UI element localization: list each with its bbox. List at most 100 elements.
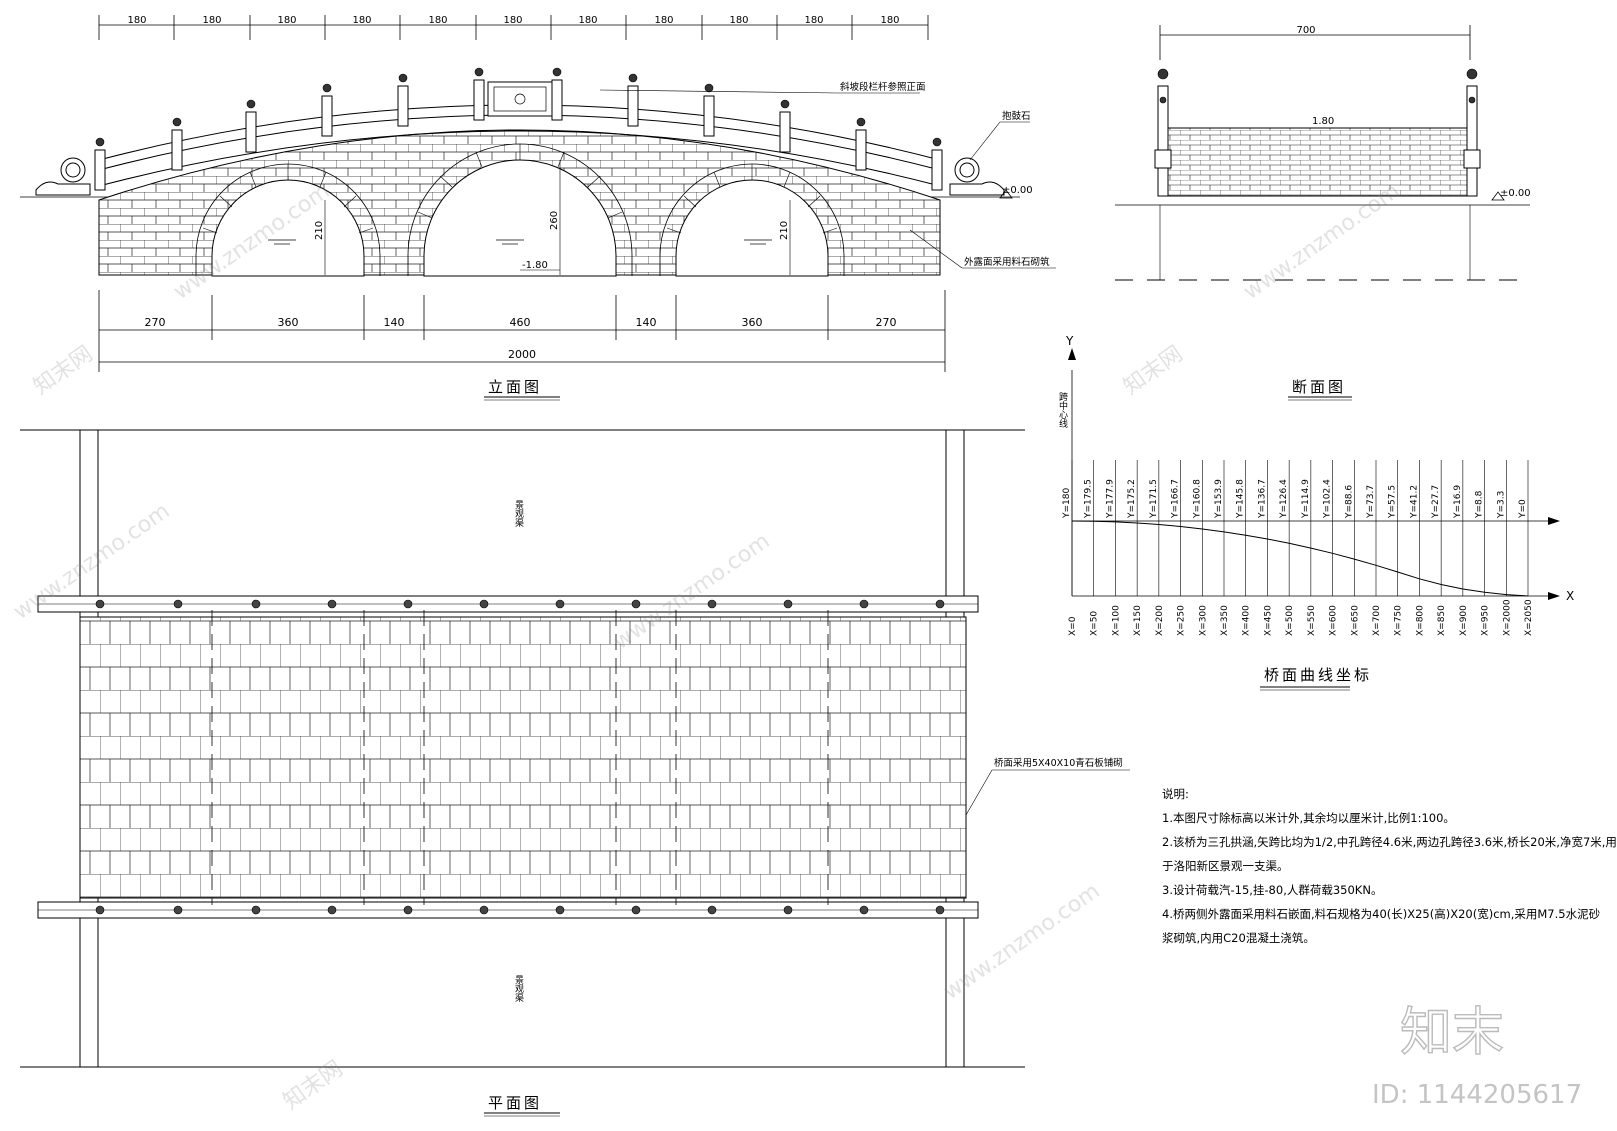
section-title: 断面图: [1292, 378, 1346, 396]
post: [627, 85, 639, 127]
plan-view: 景观渠 景观渠 桥面采用5X40X10青石板铺砌 平面图: [20, 429, 1130, 1117]
curve-y-value: Y=180: [1062, 488, 1072, 519]
notes-line: 浆砌筑,内用C20混凝土浇筑。: [1162, 931, 1315, 945]
bottom-dim-label: 140: [636, 316, 657, 329]
curve-x-value: X=450: [1263, 605, 1273, 636]
plan-paving: [79, 616, 967, 899]
post: [473, 79, 485, 121]
elevation-view: 180 180 180 180 180 180 180 180 180 180 …: [20, 15, 1056, 401]
curve-x-value: X=800: [1415, 605, 1425, 636]
curve-x-value: X=950: [1481, 605, 1491, 636]
curve-y-value: Y=3.3: [1496, 491, 1506, 519]
bottom-dim-label: 270: [145, 316, 166, 329]
curve-x-value: X=750: [1394, 605, 1404, 636]
section-view: 700 1.80 ±0.00 断面图: [1115, 25, 1531, 401]
curve-y-value: Y=179.5: [1084, 479, 1094, 519]
curve-x-value: X=100: [1111, 605, 1121, 636]
curve-y-value: Y=171.5: [1149, 479, 1159, 519]
post: [321, 95, 333, 137]
curve-y-value: Y=0: [1518, 499, 1528, 519]
curve-x-value: X=350: [1220, 605, 1230, 636]
curve-x-value: X=250: [1177, 605, 1187, 636]
height-mid: 260: [549, 211, 560, 230]
x-axis-label: X: [1566, 589, 1574, 603]
notes-line: 于洛阳新区景观一支渠。: [1162, 859, 1289, 873]
top-dim-label: 180: [127, 15, 146, 26]
notes-heading: 说明:: [1162, 787, 1189, 801]
curve-y-value: Y=8.8: [1475, 490, 1485, 519]
plan-title: 平面图: [488, 1094, 542, 1112]
curve-y-value: Y=73.7: [1366, 485, 1376, 519]
curve-y-value: Y=27.7: [1431, 485, 1441, 519]
bottom-dim-label: 360: [742, 316, 763, 329]
zero-level-marker: [999, 189, 1013, 199]
post: [779, 111, 791, 153]
curve-x-value: X=900: [1459, 605, 1469, 636]
curve-x-value: X=700: [1372, 605, 1382, 636]
height-left: 210: [314, 221, 325, 240]
post: [931, 149, 943, 191]
elevation-title: 立面图: [488, 378, 542, 396]
post: [397, 85, 409, 127]
curve-y-value: Y=41.2: [1409, 485, 1419, 519]
curve-y-value: Y=175.2: [1127, 479, 1137, 519]
arch-voussoir-ticks: [202, 144, 838, 234]
curve-x-value: X=200: [1155, 605, 1165, 636]
top-dim-label: 180: [202, 15, 221, 26]
curve-x-value: X=300: [1198, 605, 1208, 636]
bottom-dim-label: 460: [510, 316, 531, 329]
curve-x-value: X=500: [1285, 605, 1295, 636]
water-level-text: -1.80: [522, 260, 548, 271]
watermark-site: www.znzmo.com: [1239, 179, 1404, 305]
curve-y-value: Y=160.8: [1192, 479, 1202, 519]
bottom-dim-label: 270: [876, 316, 897, 329]
curve-x-value: X=0: [1068, 616, 1078, 636]
curve-y-value: Y=102.4: [1323, 479, 1333, 519]
post-finials: [95, 67, 942, 147]
top-dim-label: 180: [654, 15, 673, 26]
arch-center: [423, 159, 617, 277]
curve-y-value: Y=145.8: [1236, 479, 1246, 519]
post: [94, 149, 106, 191]
zero-level-elev: ±0.00: [1002, 185, 1033, 196]
water-level-marks: [268, 239, 772, 245]
height-right: 210: [779, 221, 790, 240]
top-dim-label: 180: [578, 15, 597, 26]
curve-x-value: X=150: [1133, 605, 1143, 636]
drum-stone-note: 抱鼓石: [1002, 110, 1031, 122]
total-dim-label: 2000: [508, 348, 536, 361]
top-dim-label: 180: [804, 15, 823, 26]
top-dim-label: 180: [428, 15, 447, 26]
post: [245, 111, 257, 153]
deck-curve: [1071, 520, 1529, 597]
channel-label-top: 景观渠: [513, 500, 524, 528]
top-dimension-labels: 180 180 180 180 180 180 180 180 180 180 …: [127, 15, 899, 26]
section-zero-level: ±0.00: [1500, 188, 1531, 199]
curve-x-value: X=650: [1350, 605, 1360, 636]
top-dim-label: 180: [352, 15, 371, 26]
facing-note: 外露面采用料石砌筑: [964, 256, 1050, 268]
post: [551, 79, 563, 121]
notes-line: 3.设计荷载汽-15,挂-80,人群荷载350KN。: [1162, 883, 1383, 897]
channel-label-bottom: 景观渠: [513, 975, 524, 1003]
y-axis-label: Y: [1065, 334, 1074, 348]
top-dim-label: 180: [503, 15, 522, 26]
center-plaque: [487, 81, 553, 117]
curve-title: 桥面曲线坐标: [1264, 666, 1372, 684]
notes-line: 1.本图尺寸除标高以米计外,其余均以厘米计,比例1:100。: [1162, 811, 1455, 825]
watermark-cn: 知末网: [29, 342, 97, 400]
section-posts: [1154, 85, 1481, 197]
top-dimension-chain: [98, 15, 929, 40]
curve-y-value: Y=114.9: [1301, 479, 1311, 519]
watermark-id: ID: 1144205617: [1372, 1080, 1582, 1110]
bottom-dim-label: 140: [384, 316, 405, 329]
curve-x-value: X=600: [1329, 605, 1339, 636]
curve-y-value: Y=153.9: [1214, 479, 1224, 519]
center-line-label: 跨中心线: [1057, 392, 1068, 428]
notes-line: 4.桥两侧外露面采用料石嵌面,料石规格为40(长)X25(高)X20(宽)cm,…: [1162, 907, 1601, 921]
bottom-dim-label: 360: [278, 316, 299, 329]
paving-note: 桥面采用5X40X10青石板铺砌: [994, 757, 1123, 769]
bottom-dimension-chain: [98, 290, 946, 372]
drum-stones: [35, 157, 1005, 196]
